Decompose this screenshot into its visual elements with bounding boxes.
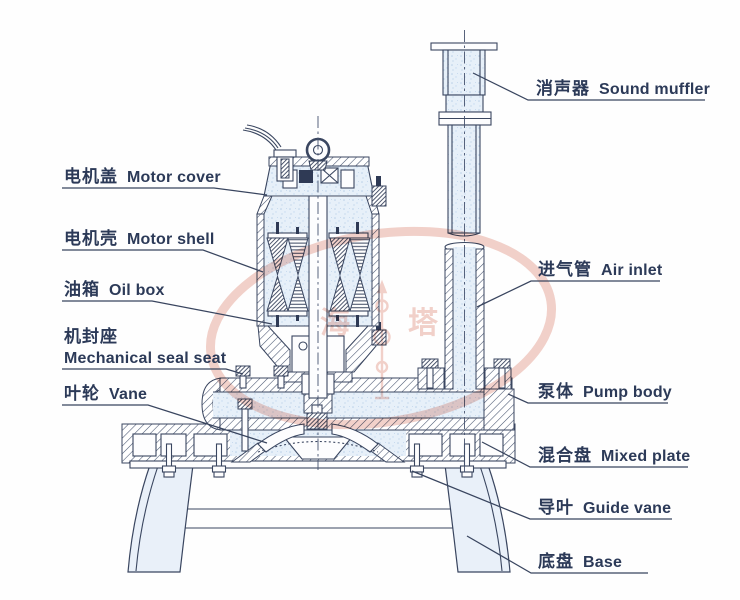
plate-bolts — [161, 443, 475, 478]
base-legs — [127, 464, 511, 573]
base-leg-left — [127, 464, 194, 573]
watermark: 海 塔 — [205, 226, 557, 430]
air-inlet-pipe — [417, 124, 512, 390]
base-leg-right — [444, 464, 511, 573]
winding-terminals — [276, 222, 359, 327]
junction-box — [371, 176, 387, 207]
leader-lines — [62, 72, 705, 574]
base-crossbar — [180, 508, 458, 529]
label-mechanical-seal-seat-zh: 机封座 — [64, 326, 118, 346]
power-cables — [242, 124, 282, 151]
watermark-char-left: 海 — [320, 307, 350, 340]
sound-muffler — [430, 42, 498, 126]
label-mechanical-seal-seat-en: Mechanical seal seat — [64, 350, 227, 367]
watermark-tower — [373, 279, 391, 400]
impeller-vane-left — [257, 423, 305, 453]
cable-gland — [273, 149, 297, 182]
watermark-char-right: 塔 — [408, 307, 439, 340]
